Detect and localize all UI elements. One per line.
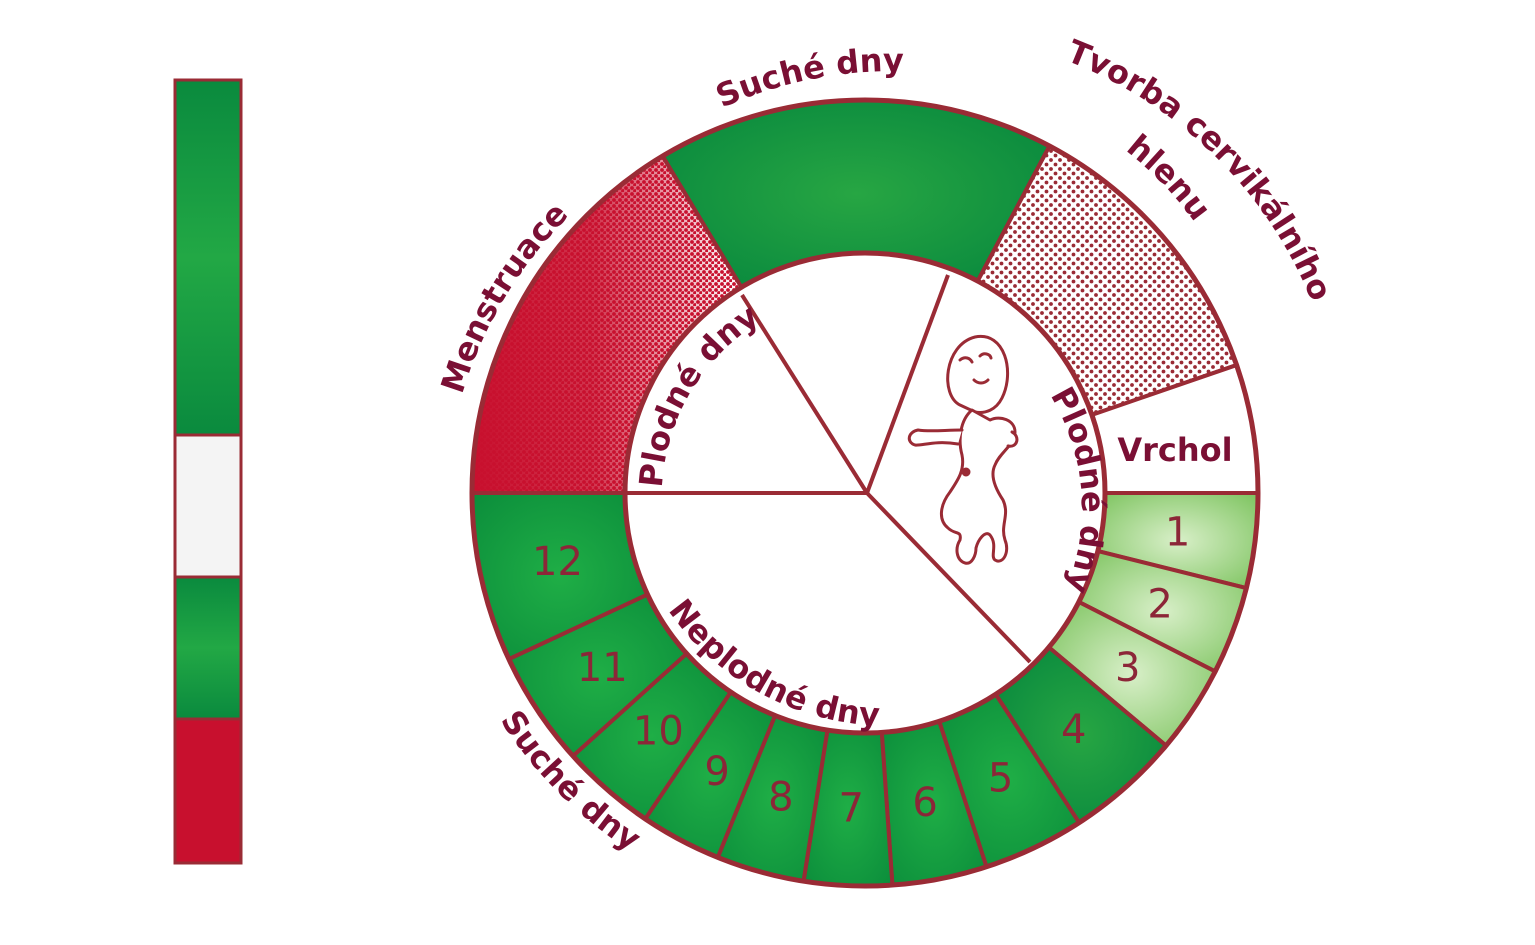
baby-icon xyxy=(907,334,1019,565)
label-peak: Vrchol xyxy=(1117,431,1232,469)
legend-bar-green xyxy=(173,575,243,721)
day-number-2: 2 xyxy=(1147,581,1172,627)
day-number-5: 5 xyxy=(988,755,1013,801)
day-number-7: 7 xyxy=(839,786,864,832)
legend-bar xyxy=(173,78,243,865)
day-number-9: 9 xyxy=(704,749,729,795)
day-number-8: 8 xyxy=(768,775,793,821)
day-number-11: 11 xyxy=(577,645,628,691)
day-number-12: 12 xyxy=(532,539,583,585)
outer-rim xyxy=(469,97,1261,889)
day-number-10: 10 xyxy=(633,709,684,755)
day-number-6: 6 xyxy=(912,780,937,826)
legend-bar-dark-green xyxy=(173,78,243,437)
cycle-ring xyxy=(469,98,1261,888)
day-number-3: 3 xyxy=(1115,645,1140,691)
day-number-4: 4 xyxy=(1061,707,1086,753)
inner-dividers xyxy=(625,274,1032,664)
legend-bar-red xyxy=(173,717,243,865)
legend-bar-white xyxy=(173,433,243,579)
day-number-1: 1 xyxy=(1165,509,1190,555)
